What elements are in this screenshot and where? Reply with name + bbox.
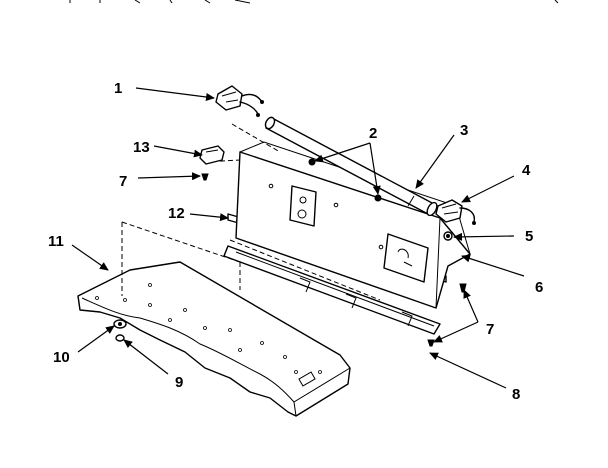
socket-assembly-left <box>215 85 264 117</box>
callout-3: 3 <box>460 122 468 139</box>
nut <box>443 231 453 241</box>
callout-10: 10 <box>53 349 70 366</box>
callout-7-right: 7 <box>486 321 494 338</box>
base-panel <box>77 261 351 417</box>
callout-4: 4 <box>522 162 531 179</box>
control-panel <box>235 141 471 309</box>
leader-lines <box>71 87 525 389</box>
callout-13: 13 <box>133 139 150 156</box>
callout-5: 5 <box>525 228 533 245</box>
lamp-tube <box>264 116 438 217</box>
trim-strip-lower <box>223 245 441 335</box>
top-edge-fragment <box>69 0 559 4</box>
callout-7-left: 7 <box>119 173 127 190</box>
callout-12: 12 <box>168 205 185 222</box>
callout-8: 8 <box>512 386 520 403</box>
alignment-lines <box>121 123 381 301</box>
switch-clip <box>199 145 225 165</box>
callout-11: 11 <box>48 233 64 250</box>
callout-9: 9 <box>175 374 183 391</box>
leveling-feet <box>113 319 127 342</box>
callout-6: 6 <box>535 279 543 296</box>
callout-labels: 1 2 3 4 5 6 7 7 8 9 10 11 12 13 <box>48 80 543 403</box>
callout-1: 1 <box>114 80 122 97</box>
callout-2: 2 <box>369 125 377 142</box>
socket-assembly-right <box>435 199 476 225</box>
